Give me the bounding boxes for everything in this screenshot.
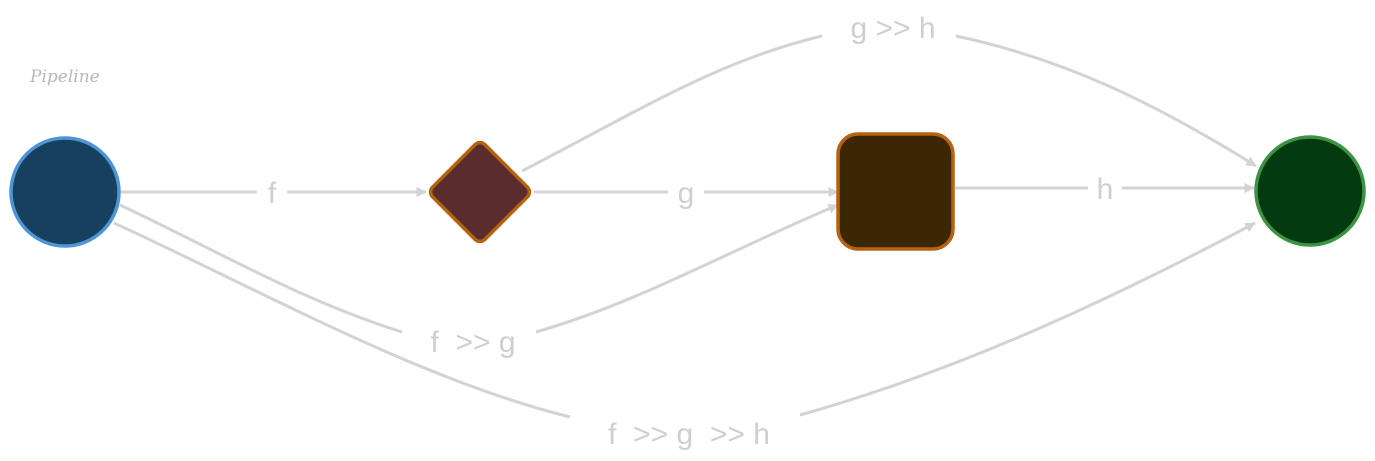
edge-f-g-h bbox=[799, 221, 1256, 417]
diagram-title: Pipeline bbox=[29, 67, 100, 87]
edge-label-f-g-h: f >> g >> h bbox=[608, 418, 770, 451]
edge-f-g-h-segment-a bbox=[113, 221, 571, 419]
node-diamond[interactable] bbox=[428, 140, 533, 245]
edge-g-h bbox=[955, 34, 1257, 168]
edge-label-g-h: g >> h bbox=[850, 12, 935, 45]
edge-label-g: g bbox=[678, 177, 695, 210]
edge-g-h-segment-a bbox=[521, 34, 823, 173]
edge-label-h: h bbox=[1097, 173, 1114, 206]
edge-f-g bbox=[535, 203, 839, 334]
edge-label-f: f bbox=[268, 177, 277, 210]
edge-f-g-segment-a bbox=[119, 203, 403, 334]
edge-label-f-g: f >> g bbox=[430, 326, 515, 359]
node-rounded-square[interactable] bbox=[836, 132, 955, 251]
node-start-circle[interactable] bbox=[9, 136, 121, 248]
node-end-circle[interactable] bbox=[1254, 135, 1366, 247]
